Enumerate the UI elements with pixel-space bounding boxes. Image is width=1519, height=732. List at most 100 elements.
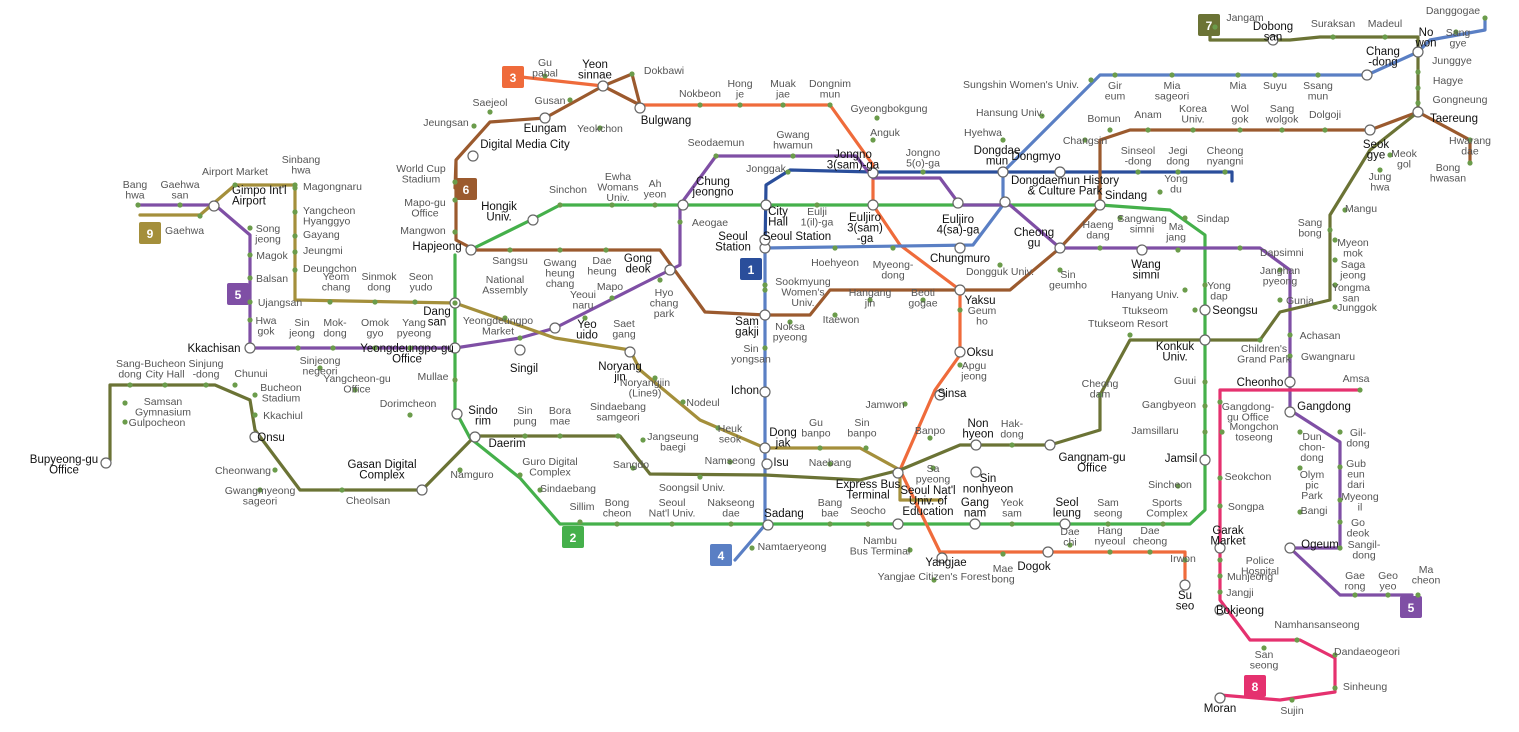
station-label-madeul[interactable]: Madeul <box>1368 18 1402 30</box>
line-8-badge[interactable] <box>1244 675 1266 697</box>
station-dot-bangbae[interactable] <box>827 521 833 527</box>
station-dot-sindap[interactable] <box>1182 215 1188 221</box>
station-dot-bucheonstadium[interactable] <box>252 392 258 398</box>
station-dot-moran[interactable] <box>1214 692 1226 704</box>
station-dot-mongchon[interactable] <box>1219 429 1225 435</box>
station-label-bokjeong[interactable]: Bokjeong <box>1216 605 1264 617</box>
station-dot-isu[interactable] <box>761 458 773 470</box>
station-dot-dobongsan[interactable] <box>1267 34 1279 46</box>
station-label-dongmyo[interactable]: Dongmyo <box>1011 151 1060 163</box>
station-dot-gangnamgu[interactable] <box>1044 439 1056 451</box>
station-dot-gaehwa[interactable] <box>197 213 203 219</box>
station-label-kkachisan[interactable]: Kkachisan <box>187 343 240 355</box>
station-dot-ogeum[interactable] <box>1284 542 1296 554</box>
station-dot-gulpocheon[interactable] <box>122 419 128 425</box>
station-dot-hansung[interactable] <box>1039 113 1045 119</box>
station-label-gyeongbokgung[interactable]: Gyeongbokgung <box>850 103 927 115</box>
station-dot-dandaeogeori[interactable] <box>1332 652 1338 658</box>
station-dot-sindorim[interactable] <box>451 408 463 420</box>
station-dot-jamsillaru[interactable] <box>1202 429 1208 435</box>
station-label-namseong[interactable]: Namseong <box>705 455 756 467</box>
station-dot-daechi[interactable] <box>1067 542 1073 548</box>
station-dot-bangi[interactable] <box>1297 509 1303 515</box>
station-dot-meokgol[interactable] <box>1387 152 1393 158</box>
station-dot-suraksan[interactable] <box>1330 34 1336 40</box>
station-dot-dongguk[interactable] <box>997 262 1003 268</box>
station-dot-macheon[interactable] <box>1415 592 1421 598</box>
station-dot-magok[interactable] <box>247 252 253 258</box>
station-label-junggye[interactable]: Junggye <box>1432 55 1472 67</box>
station-dot-geumho[interactable] <box>957 307 963 313</box>
station-label-sinsa[interactable]: Sinsa <box>938 388 967 400</box>
station-label-myeongdong[interactable]: Myeong-dong <box>873 259 914 282</box>
station-dot-worldcup[interactable] <box>452 179 458 185</box>
station-dot-euljiro4[interactable] <box>952 197 964 209</box>
station-dot-ttukseom[interactable] <box>1192 307 1198 313</box>
station-dot-jeungsan[interactable] <box>471 123 477 129</box>
station-dot-myeongil[interactable] <box>1337 497 1343 503</box>
station-label-hakdong[interactable]: Hak-dong <box>1000 418 1024 441</box>
station-dot-haengdang[interactable] <box>1097 245 1103 251</box>
station-label-jeungmi[interactable]: Jeungmi <box>303 245 343 257</box>
station-label-naebang[interactable]: Naebang <box>809 457 852 469</box>
station-dot-sangdo[interactable] <box>630 465 636 471</box>
station-label-jamsil[interactable]: Jamsil <box>1165 453 1198 465</box>
station-dot-jangseungbaegi[interactable] <box>640 437 646 443</box>
station-dot-sangwolgok[interactable] <box>1279 127 1285 133</box>
station-dot-jongno3[interactable] <box>867 167 879 179</box>
station-dot-sinjeongnegeori[interactable] <box>317 365 323 371</box>
station-label-soongsil[interactable]: Soongsil Univ. <box>659 482 725 494</box>
station-dot-yangcheon[interactable] <box>292 209 298 215</box>
station-label-banpo[interactable]: Banpo <box>915 425 946 437</box>
station-label-dokbawi[interactable]: Dokbawi <box>644 65 684 77</box>
station-dot-sangbong[interactable] <box>1327 227 1333 233</box>
station-dot-onsu[interactable] <box>249 431 261 443</box>
station-label-saejeol[interactable]: Saejeol <box>472 97 507 109</box>
station-label-mokdong[interactable]: Mok-dong <box>323 317 347 340</box>
station-label-mullae[interactable]: Mullae <box>418 371 449 383</box>
station-label-seongsu[interactable]: Seongsu <box>1212 305 1257 317</box>
station-dot-ichon[interactable] <box>759 386 771 398</box>
station-label-deungchon[interactable]: Deungchon <box>303 263 357 275</box>
station-label-namhansanseong[interactable]: Namhansanseong <box>1274 619 1359 631</box>
station-dot-seoulstation4[interactable] <box>759 234 771 246</box>
station-label-gangdong[interactable]: Gangdong <box>1297 401 1351 413</box>
station-dot-nonhyeon[interactable] <box>970 439 982 451</box>
station-dot-cityhall[interactable] <box>760 199 772 211</box>
station-dot-seokchon[interactable] <box>1217 475 1223 481</box>
station-label-sangdong[interactable]: Sang-dong <box>116 358 145 381</box>
station-dot-mia[interactable] <box>1235 72 1241 78</box>
station-dot-gubeundari[interactable] <box>1337 464 1343 470</box>
station-dot-banghwa[interactable] <box>135 202 141 208</box>
station-label-anguk[interactable]: Anguk <box>870 127 901 139</box>
station-label-ichon[interactable]: Ichon <box>731 385 759 397</box>
station-dot-mokdong[interactable] <box>330 345 336 351</box>
station-dot-bonghwasan[interactable] <box>1467 160 1473 166</box>
station-dot-gangnam[interactable] <box>969 518 981 530</box>
station-dot-soongsil[interactable] <box>697 474 703 480</box>
station-label-sinjungdong[interactable]: Sinjung-dong <box>188 358 223 381</box>
station-label-gildong[interactable]: Gil-dong <box>1346 427 1370 450</box>
